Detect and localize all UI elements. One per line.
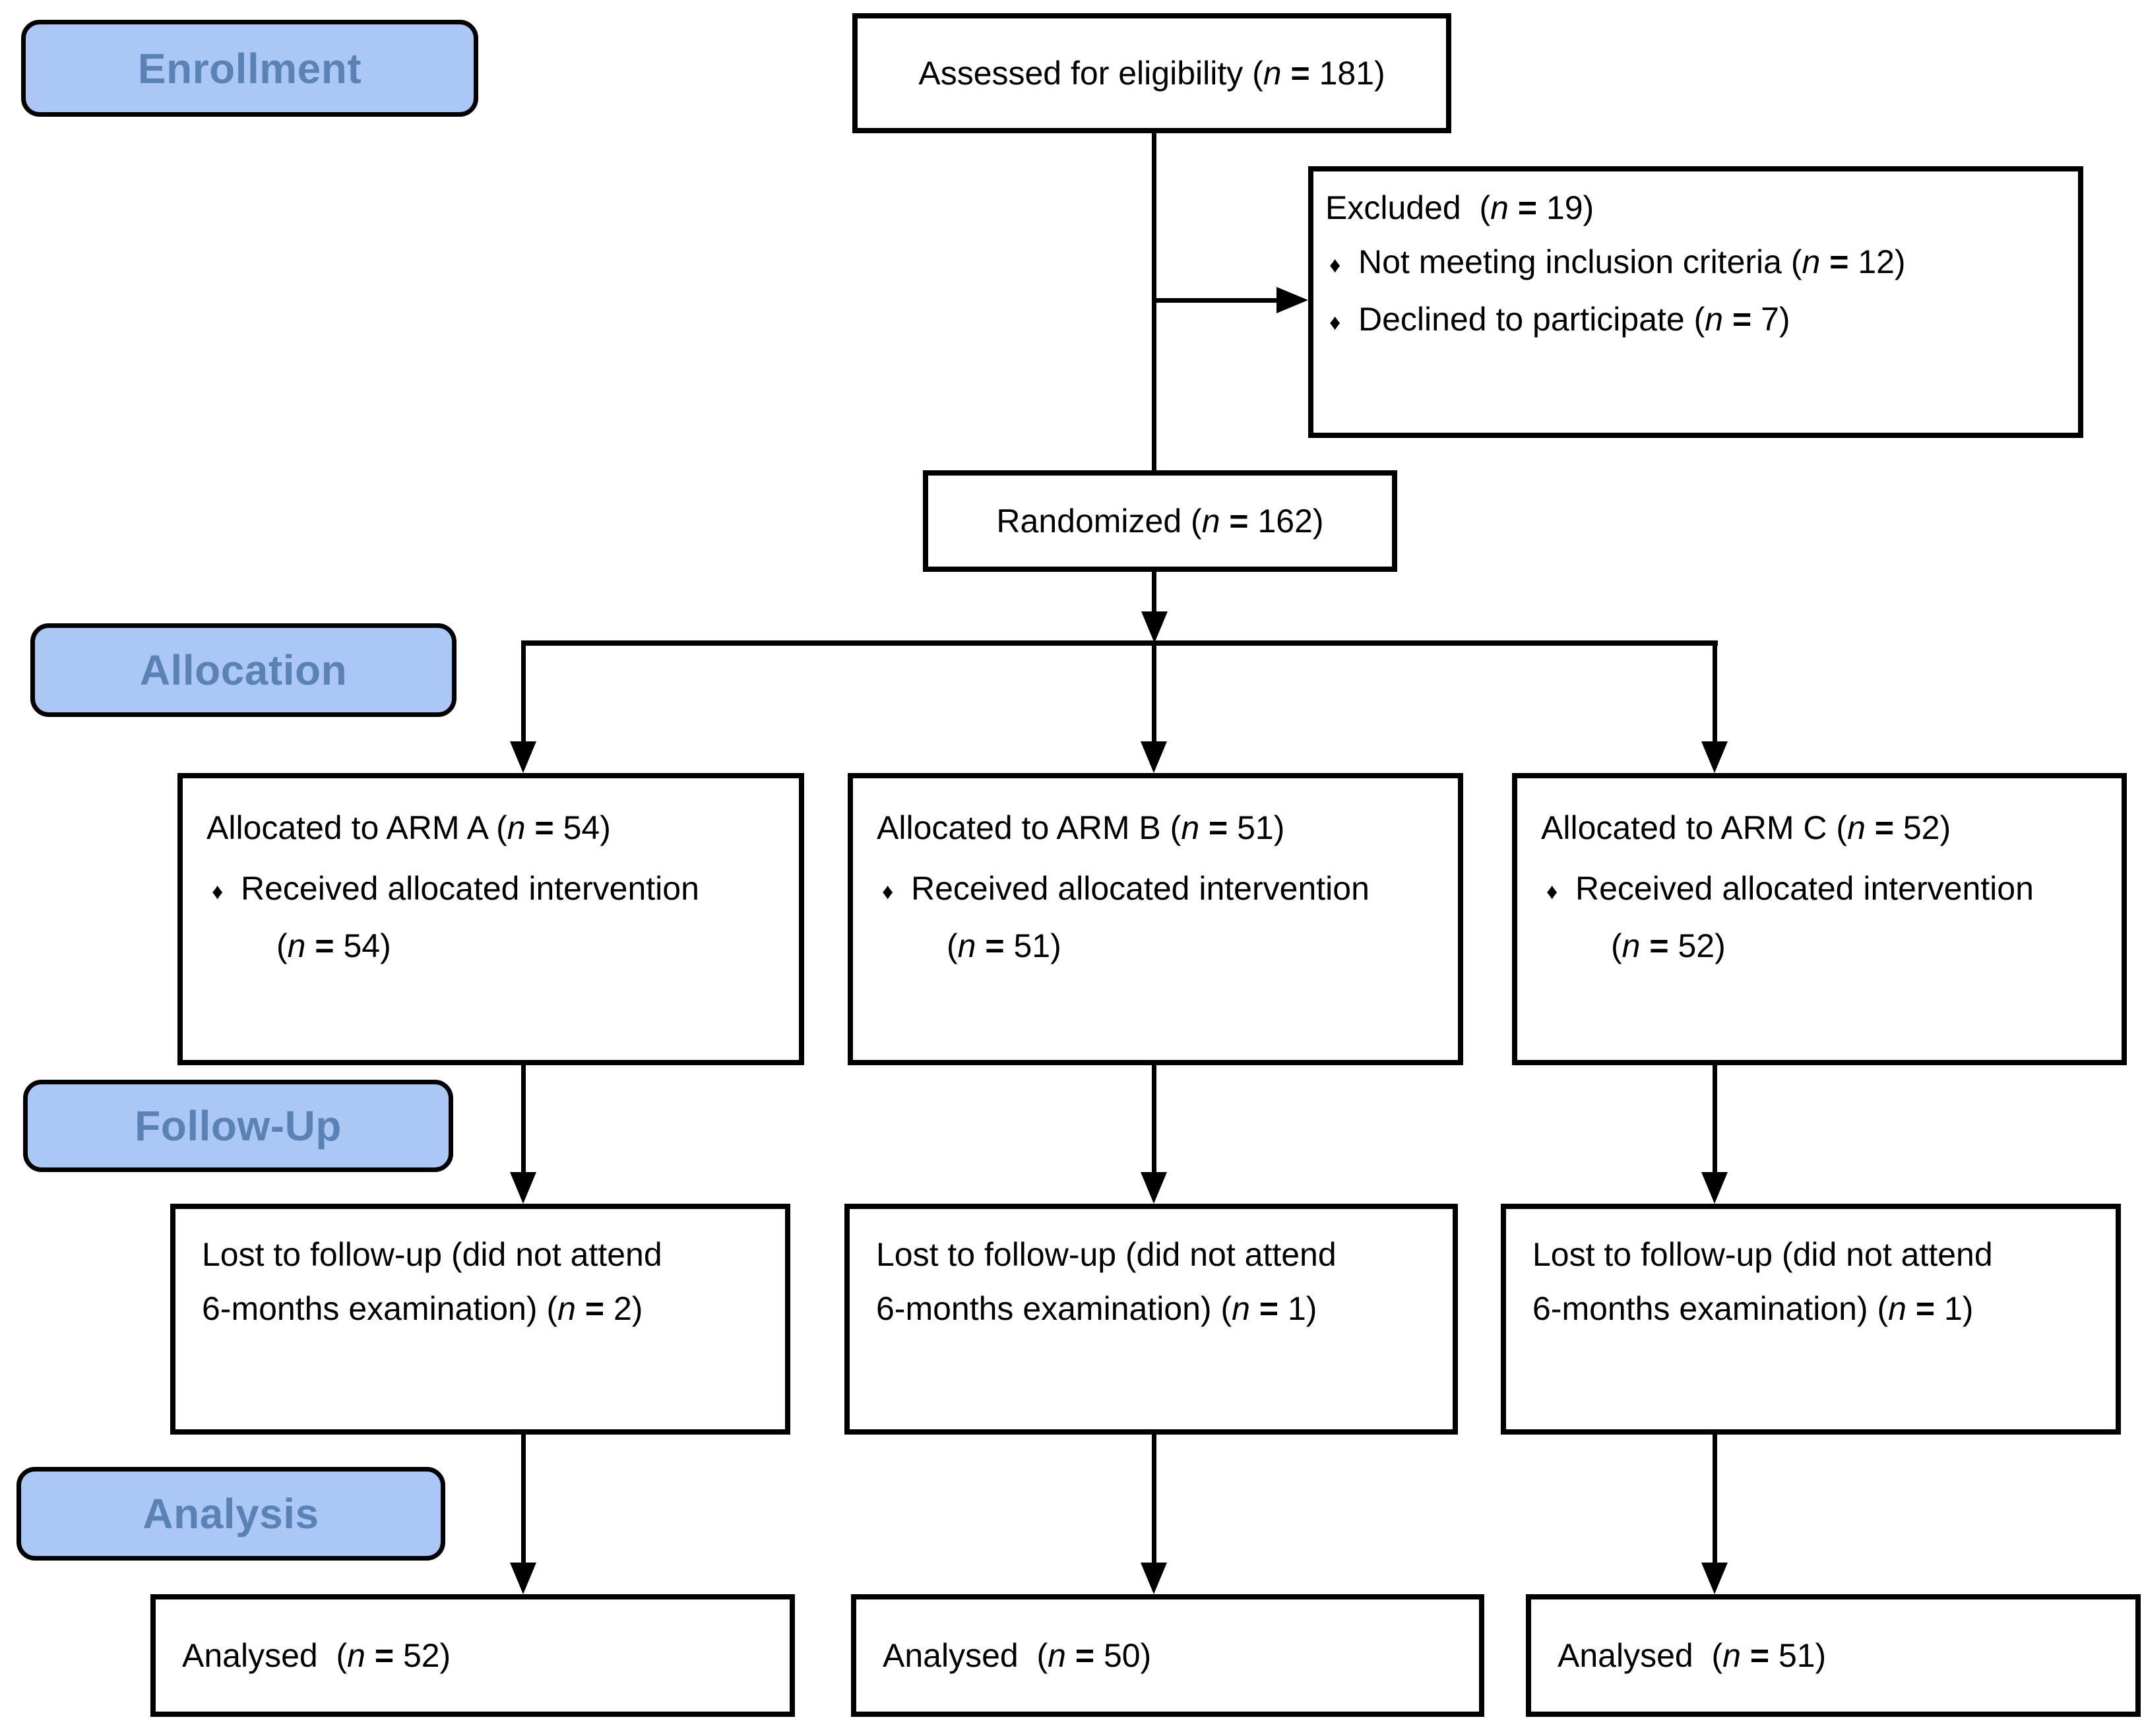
diamond-bullet-icon: ♦: [882, 879, 894, 904]
arrowhead-analysed-a-icon: [510, 1563, 536, 1594]
connector-split-to-arm-a: [521, 643, 526, 742]
diamond-bullet-icon: ♦: [1329, 253, 1341, 278]
connector-arm-b-to-followup: [1152, 1065, 1156, 1173]
box-text-line: Allocated to ARM A (n = 54): [206, 809, 611, 846]
randomized-box: Randomized (n = 162): [923, 470, 1397, 572]
arrowhead-analysed-c-icon: [1701, 1563, 1728, 1594]
diamond-bullet-icon: ♦: [1546, 879, 1558, 904]
box-text-line: Excluded (n = 19): [1325, 189, 1594, 226]
analysed-arm-a-box: Analysed (n = 52): [150, 1594, 795, 1717]
box-text-line: (n = 52): [1611, 927, 1726, 964]
arrowhead-arm-b-icon: [1141, 741, 1167, 773]
split-distribution-line: [521, 640, 1718, 646]
stage-label-follow-up: Follow-Up: [23, 1080, 453, 1172]
box-text-line: Analysed (n = 51): [1558, 1637, 1827, 1674]
connector-split-to-arm-c: [1713, 643, 1717, 742]
analysed-arm-b-box: Analysed (n = 50): [851, 1594, 1484, 1717]
box-text-line: Analysed (n = 50): [883, 1637, 1152, 1674]
connector-followup-b-to-analysed: [1152, 1435, 1156, 1563]
box-bullet-line: ♦Not meeting inclusion criteria (n = 12): [1325, 235, 2065, 292]
stage-label-allocation: Allocation: [30, 623, 457, 717]
box-text-line: (n = 54): [276, 927, 391, 964]
connector-randomized-to-split: [1152, 572, 1156, 611]
box-text-line: Lost to follow-up (did not attend: [202, 1236, 662, 1273]
box-text-line: 6-months examination) (n = 2): [202, 1290, 643, 1327]
box-bullet-line: ♦Received allocated intervention: [206, 861, 786, 919]
connector-followup-a-to-analysed: [521, 1435, 526, 1563]
box-text-line: Assessed for eligibility (n = 181): [918, 55, 1385, 92]
connector-branch-to-excluded: [1152, 298, 1276, 303]
assessed-eligibility-box: Assessed for eligibility (n = 181): [852, 13, 1451, 133]
allocation-arm-c-box: Allocated to ARM C (n = 52) ♦Received all…: [1512, 773, 2127, 1065]
excluded-box: Excluded (n = 19) ♦Not meeting inclusion …: [1308, 166, 2083, 438]
diamond-bullet-icon: ♦: [212, 879, 224, 904]
arrowhead-followup-a-icon: [510, 1172, 536, 1204]
box-bullet-line: ♦Declined to participate (n = 7): [1325, 292, 2065, 350]
box-text-line: Analysed (n = 52): [182, 1637, 451, 1674]
allocation-arm-a-box: Allocated to ARM A (n = 54) ♦Received all…: [177, 773, 804, 1065]
box-text-line: Randomized (n = 162): [996, 503, 1324, 540]
arrowhead-arm-c-icon: [1701, 741, 1728, 773]
connector-arm-c-to-followup: [1713, 1065, 1717, 1173]
analysed-arm-c-box: Analysed (n = 51): [1526, 1594, 2141, 1717]
box-bullet-line: ♦Received allocated intervention: [877, 861, 1445, 919]
box-text-line: 6-months examination) (n = 1): [876, 1290, 1317, 1327]
arrowhead-excluded-icon: [1276, 287, 1308, 313]
arrowhead-followup-c-icon: [1701, 1172, 1728, 1204]
stage-label-enrollment: Enrollment: [21, 20, 478, 117]
arrowhead-analysed-b-icon: [1141, 1563, 1167, 1594]
arrowhead-split-icon: [1141, 611, 1168, 643]
box-text-line: Lost to follow-up (did not attend: [876, 1236, 1337, 1273]
connector-split-to-arm-b: [1152, 643, 1156, 742]
box-bullet-line: ♦Received allocated intervention: [1541, 861, 2108, 919]
connector-followup-c-to-analysed: [1713, 1435, 1717, 1563]
box-text-line: (n = 51): [947, 927, 1061, 964]
allocation-arm-b-box: Allocated to ARM B (n = 51) ♦Received all…: [848, 773, 1463, 1065]
followup-arm-a-box: Lost to follow-up (did not attend 6-month…: [170, 1204, 790, 1435]
box-text-line: 6-months examination) (n = 1): [1532, 1290, 1974, 1327]
arrowhead-arm-a-icon: [510, 741, 536, 773]
diamond-bullet-icon: ♦: [1329, 310, 1341, 335]
box-text-line: Lost to follow-up (did not attend: [1532, 1236, 1993, 1273]
stage-label-analysis: Analysis: [16, 1467, 445, 1561]
box-text-line: Allocated to ARM C (n = 52): [1541, 809, 1951, 846]
box-text-line: Allocated to ARM B (n = 51): [877, 809, 1285, 846]
arrowhead-followup-b-icon: [1141, 1172, 1167, 1204]
followup-arm-c-box: Lost to follow-up (did not attend 6-month…: [1501, 1204, 2121, 1435]
connector-arm-a-to-followup: [521, 1065, 526, 1173]
followup-arm-b-box: Lost to follow-up (did not attend 6-month…: [844, 1204, 1458, 1435]
